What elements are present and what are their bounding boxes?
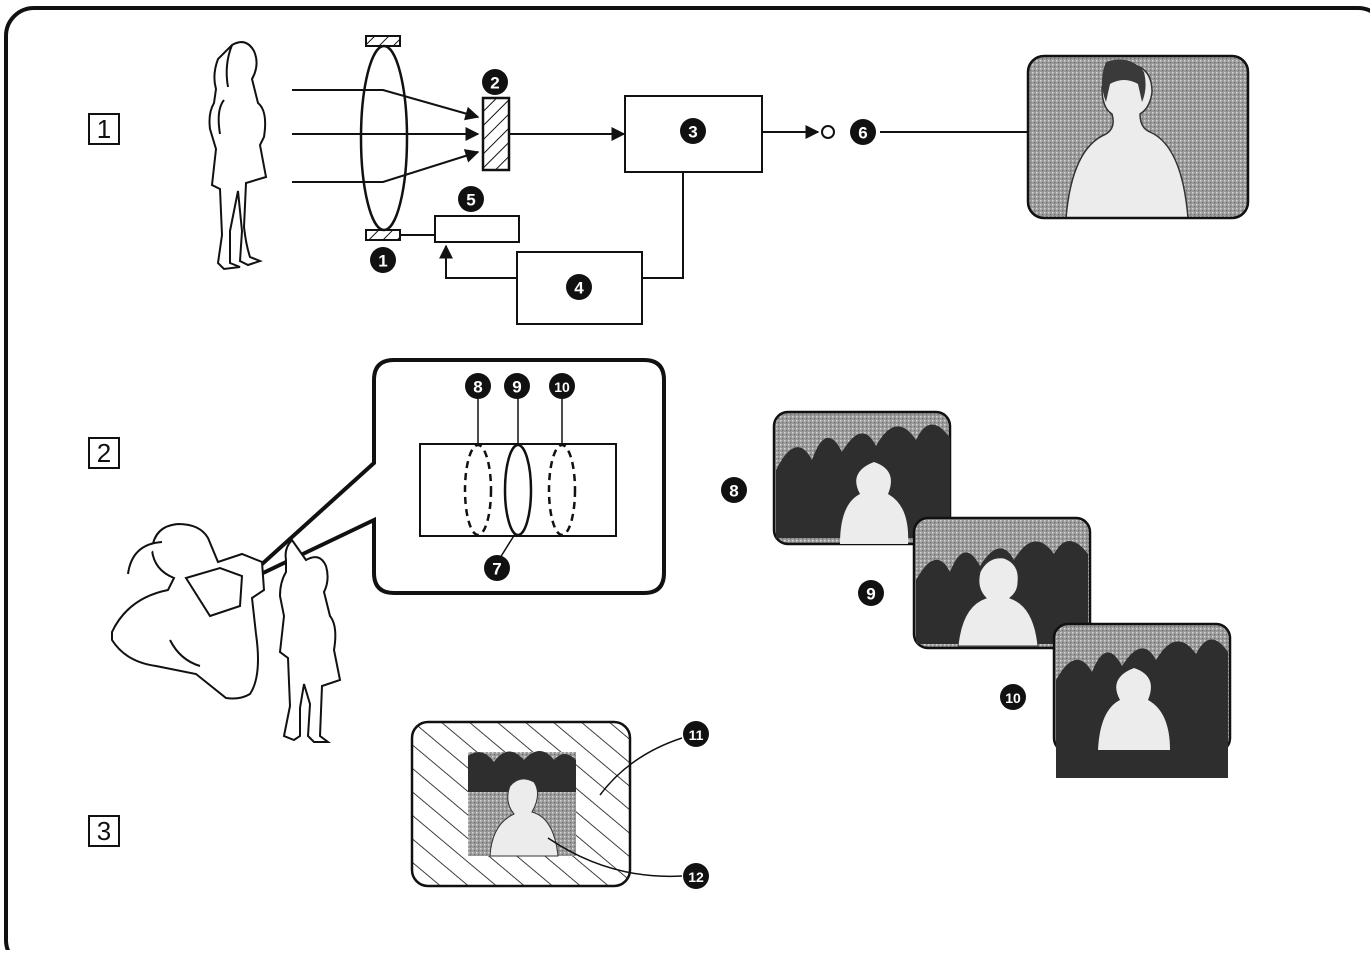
svg-text:9: 9 xyxy=(512,378,521,397)
callout-5: 5 xyxy=(458,186,484,212)
box-lens-motor xyxy=(435,216,519,242)
callout-1: 1 xyxy=(370,247,396,273)
callout-10-side: 10 xyxy=(1000,684,1026,710)
callout-7: 7 xyxy=(484,555,510,581)
svg-text:7: 7 xyxy=(492,560,501,579)
woman-figure-icon xyxy=(210,42,267,269)
svg-text:1: 1 xyxy=(378,252,387,271)
svg-text:12: 12 xyxy=(688,869,704,885)
callout-2: 2 xyxy=(482,69,508,95)
callout-6: 6 xyxy=(850,119,876,145)
feedback-line xyxy=(642,172,683,278)
svg-text:6: 6 xyxy=(858,124,867,143)
woman-figure-icon-2 xyxy=(280,540,340,742)
svg-text:3: 3 xyxy=(688,123,697,142)
svg-text:10: 10 xyxy=(554,379,570,395)
control-line xyxy=(446,246,517,278)
tv-monitor-far-focus xyxy=(1054,624,1230,778)
callout-8-side: 8 xyxy=(721,477,747,503)
af-area-monitor xyxy=(412,722,630,886)
callout-11: 11 xyxy=(683,721,709,747)
callout-12: 12 xyxy=(683,863,709,889)
callout-9: 9 xyxy=(504,373,530,399)
callout-9-side: 9 xyxy=(858,580,884,606)
output-terminal xyxy=(822,126,834,138)
svg-text:8: 8 xyxy=(473,378,482,397)
svg-text:5: 5 xyxy=(466,191,475,210)
svg-text:4: 4 xyxy=(574,279,584,298)
callout-3: 3 xyxy=(680,118,706,144)
camera-operator-icon xyxy=(112,524,264,699)
callout-4: 4 xyxy=(566,274,592,300)
lens-icon xyxy=(361,36,407,240)
callout-8: 8 xyxy=(465,373,491,399)
svg-text:10: 10 xyxy=(1005,690,1021,706)
light-rays xyxy=(292,90,478,182)
svg-text:2: 2 xyxy=(490,74,499,93)
callout-10: 10 xyxy=(549,373,575,399)
tv-monitor-icon xyxy=(1028,56,1248,218)
svg-text:11: 11 xyxy=(689,727,704,743)
section-2-label: 2 xyxy=(88,437,120,469)
image-sensor-icon xyxy=(483,98,509,170)
svg-text:8: 8 xyxy=(729,482,738,501)
svg-text:9: 9 xyxy=(866,585,875,604)
section-3-label: 3 xyxy=(88,815,120,847)
section-1-label: 1 xyxy=(88,113,120,145)
